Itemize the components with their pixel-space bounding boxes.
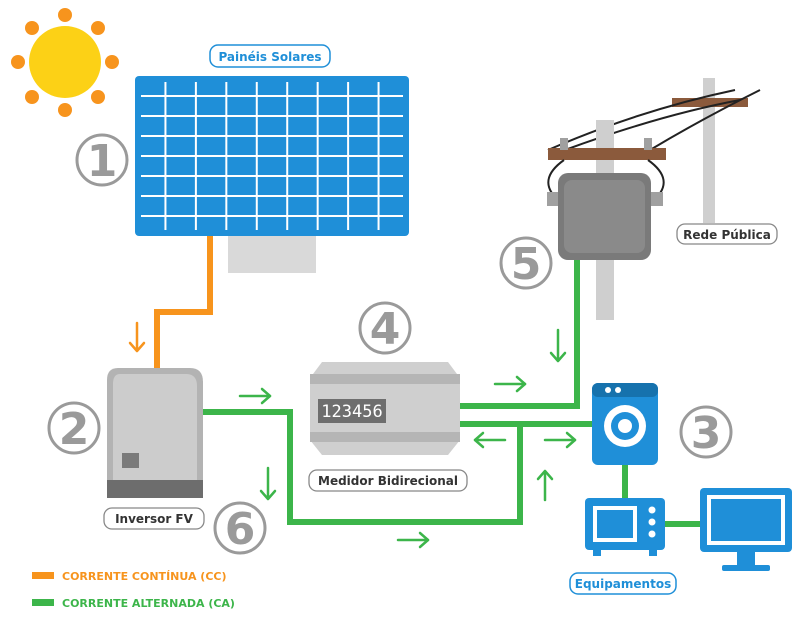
washing-machine-icon (592, 383, 658, 465)
meter-label-text: Medidor Bidirecional (318, 474, 458, 488)
svg-text:6: 6 (225, 504, 256, 555)
step-3-badge: 3 (679, 405, 733, 459)
legend: CORRENTE CONTÍNUA (CC) CORRENTE ALTERNAD… (32, 570, 235, 610)
legend-swatch-ac (32, 599, 54, 606)
equipment-label: Equipamentos (569, 572, 677, 595)
svg-text:4: 4 (370, 304, 401, 355)
step-4-badge: 4 (358, 301, 412, 355)
ac-arrow-down-2 (549, 328, 567, 363)
ac-arrow-right-4 (543, 431, 577, 449)
svg-text:3: 3 (691, 408, 722, 459)
inverter-icon (107, 368, 203, 498)
step-1-badge: 1 (75, 133, 129, 187)
meter-label: Medidor Bidirecional (308, 469, 468, 492)
dc-arrow-down (128, 321, 146, 353)
legend-item-ac: CORRENTE ALTERNADA (CA) (32, 597, 235, 610)
monitor-icon (700, 488, 792, 571)
bidirectional-meter-icon: 123456 (310, 362, 460, 455)
dc-wire (154, 236, 213, 368)
svg-text:2: 2 (59, 404, 90, 455)
ac-arrow-up (536, 469, 554, 502)
flow-arrows (128, 321, 577, 549)
ac-arrow-right-1 (238, 387, 272, 405)
equipment-label-text: Equipamentos (575, 577, 671, 591)
ac-arrow-right-2 (396, 531, 430, 549)
ac-arrow-right-3 (493, 375, 527, 393)
ac-wires (203, 258, 700, 527)
meter-display-value: 123456 (321, 402, 382, 422)
legend-item-dc: CORRENTE CONTÍNUA (CC) (32, 570, 227, 583)
legend-swatch-dc (32, 572, 54, 579)
inverter-label: Inversor FV (103, 507, 205, 530)
step-6-badge: 6 (213, 501, 267, 555)
svg-text:5: 5 (511, 239, 542, 290)
legend-text-ac: CORRENTE ALTERNADA (CA) (62, 597, 235, 610)
step-5-badge: 5 (499, 236, 553, 290)
step-2-badge: 2 (47, 401, 101, 455)
grid-label-text: Rede Pública (683, 228, 771, 242)
solar-panels-label-text: Painéis Solares (218, 50, 321, 64)
inverter-label-text: Inversor FV (115, 512, 194, 526)
microwave-icon (585, 498, 665, 556)
grid-label: Rede Pública (676, 223, 778, 245)
ac-arrow-left (473, 431, 507, 449)
solar-panel-icon (135, 76, 409, 273)
svg-text:1: 1 (87, 136, 118, 187)
sun-icon (11, 8, 119, 117)
solar-panels-label: Painéis Solares (209, 44, 331, 68)
ac-arrow-down-1 (259, 466, 277, 501)
utility-pole-icon (547, 78, 761, 320)
legend-text-dc: CORRENTE CONTÍNUA (CC) (62, 570, 227, 583)
